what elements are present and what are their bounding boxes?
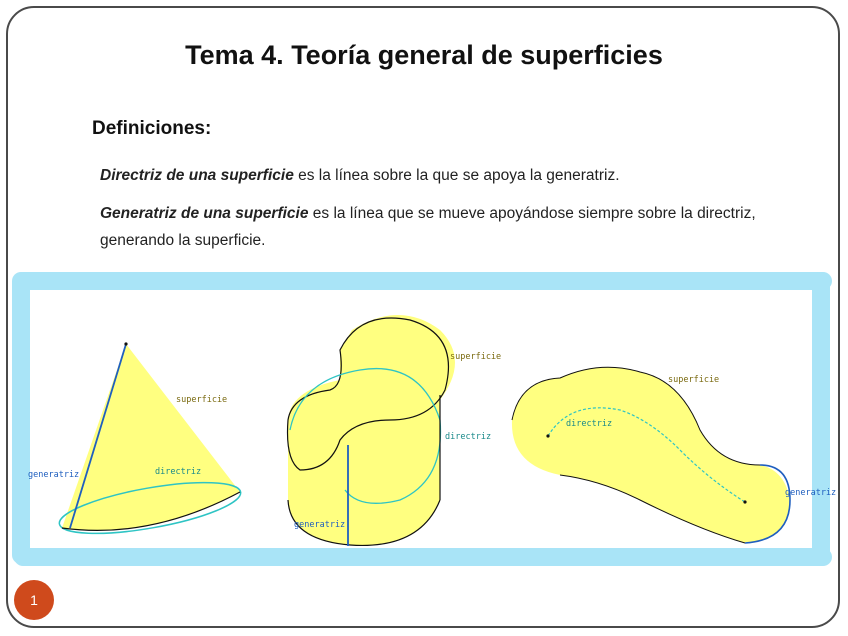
definition-directriz: Directriz de una superficie es la línea … — [100, 162, 760, 189]
cylinder-figure: superficie directriz generatriz — [286, 315, 501, 547]
definition-text: es la línea que se mueve apoyándose siem… — [100, 205, 756, 249]
page-number-badge: 1 — [14, 580, 54, 620]
tube-figure: superficie directriz generatriz — [511, 366, 836, 544]
cylinder-directriz-label: directriz — [445, 432, 491, 442]
definition-generatriz: Generatriz de una superficie es la línea… — [100, 200, 760, 254]
definition-term: Generatriz de una superficie — [100, 205, 309, 222]
cone-superficie-label: superficie — [176, 395, 227, 405]
cone-generatriz-label: generatriz — [28, 470, 79, 480]
cone-figure: superficie directriz generatriz — [28, 342, 242, 535]
definition-term: Directriz de una superficie — [100, 167, 294, 184]
section-heading: Definiciones: — [92, 118, 212, 139]
highlight-frame — [12, 272, 832, 566]
tube-superficie-label: superficie — [668, 375, 719, 385]
tube-generatriz-label: generatriz — [785, 488, 836, 498]
slide-title: Tema 4. Teoría general de superficies — [185, 40, 663, 70]
tube-directriz-label: directriz — [566, 419, 612, 429]
cone-directriz-label: directriz — [155, 467, 201, 477]
cylinder-generatriz-label: generatriz — [294, 520, 345, 530]
cylinder-superficie-label: superficie — [450, 352, 501, 362]
definition-text: es la línea sobre la que se apoya la gen… — [293, 167, 620, 184]
